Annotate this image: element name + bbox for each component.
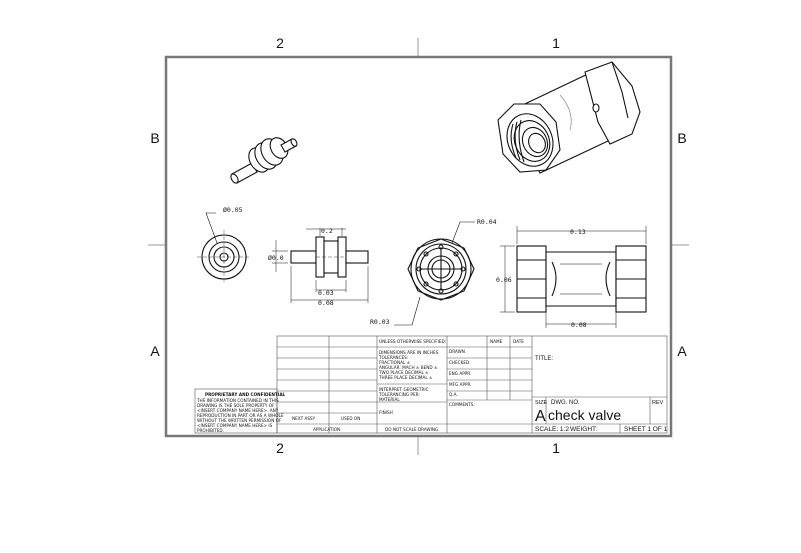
tb-eng-appr: ENG APPR. <box>449 371 471 376</box>
title-block <box>194 335 668 434</box>
dim-dia-small: Ø0.05 <box>223 206 243 214</box>
tb-drawing-name: check valve <box>548 407 621 423</box>
dim-width-total: 0.08 <box>318 299 334 307</box>
dim-dia-side: Ø0.0 <box>268 254 284 262</box>
tb-two-place: TWO PLACE DECIMAL ± <box>378 370 429 375</box>
tb-comments: COMMENTS: <box>449 402 475 407</box>
end-view-hex <box>394 221 475 326</box>
tb-checked: CHECKED <box>449 360 469 365</box>
tb-name: NAME <box>490 339 503 344</box>
zone-label-right-B: B <box>677 130 686 146</box>
tb-proprietary-line: WITHOUT THE WRITTEN PERMISSION OF <box>197 418 282 423</box>
tb-title-label: TITLE: <box>535 356 553 362</box>
side-view-plug <box>290 236 369 278</box>
dim-body-length: 0.13 <box>570 228 586 236</box>
tb-unless-specified: UNLESS OTHERWISE SPECIFIED: <box>379 339 446 344</box>
sheet-border <box>164 55 673 438</box>
dim-width-top: 0.2 <box>321 227 333 235</box>
dim-body-inner: 0.08 <box>571 321 587 329</box>
tb-finish: FINISH <box>379 410 393 415</box>
side-view-valve-body <box>516 245 647 313</box>
tb-date: DATE <box>513 339 524 344</box>
tb-proprietary-line: <INSERT COMPANY NAME HERE> IS <box>197 423 273 428</box>
valve-body-dim-lines <box>500 226 647 328</box>
tb-proprietary-line: PROHIBITED. <box>197 428 224 433</box>
tb-angular: ANGULAR: MACH ± BEND ± <box>379 365 438 370</box>
tb-proprietary-line: REPRODUCTION IN PART OR AS A WHOLE <box>197 413 284 418</box>
tb-scale: SCALE: 1:2 <box>535 426 569 433</box>
tb-dwg-no-label: DWG. NO. <box>551 400 580 406</box>
tb-next-assy: NEXT ASSY <box>292 416 316 421</box>
tb-proprietary-line: DRAWING IS THE SOLE PROPERTY OF <box>197 403 275 408</box>
tb-used-on: USED ON <box>341 416 360 421</box>
zone-label-left-A: A <box>150 343 160 359</box>
tb-proprietary-title: PROPRIETARY AND CONFIDENTIAL <box>205 392 286 397</box>
tb-material: MATERIAL <box>379 397 400 402</box>
tb-size-value: A <box>535 408 546 425</box>
tb-tolerancing: TOLERANCING PER: <box>378 392 420 397</box>
tb-qa: Q.A. <box>449 392 458 397</box>
zone-label-right-A: A <box>677 343 687 359</box>
tb-fractional: FRACTIONAL ± <box>379 360 411 365</box>
dim-width-bottom: 0.03 <box>318 289 334 297</box>
side-view-dim-lines <box>272 228 369 303</box>
zone-label-top-2: 2 <box>276 35 284 51</box>
tb-interpret: INTERPRET GEOMETRIC <box>379 387 429 392</box>
tb-rev-label: REV <box>652 400 664 406</box>
zone-label-bottom-1: 1 <box>552 440 560 456</box>
front-view-plug <box>197 212 251 284</box>
tb-three-place: THREE PLACE DECIMAL ± <box>378 375 433 380</box>
zone-label-left-B: B <box>150 130 159 146</box>
tb-weight: WEIGHT: <box>570 426 597 433</box>
iso-plug-view <box>230 137 298 184</box>
tb-size-label: SIZE <box>535 400 548 406</box>
dim-radius-bottom: R0.03 <box>370 318 390 326</box>
tb-mfg-appr: MFG APPR. <box>449 382 472 387</box>
tb-dims-in: DIMENSIONS ARE IN INCHES <box>379 350 439 355</box>
zone-ticks <box>148 38 689 455</box>
tb-do-not-scale: DO NOT SCALE DRAWING <box>385 427 438 432</box>
tb-drawn: DRAWN <box>449 349 465 354</box>
tb-proprietary-line: <INSERT COMPANY NAME HERE>. ANY <box>197 408 279 413</box>
dim-body-height: 0.06 <box>496 276 512 284</box>
tb-proprietary-line: THE INFORMATION CONTAINED IN THIS <box>196 398 279 403</box>
iso-valve-body-view <box>497 61 641 174</box>
dim-radius-top: R0.04 <box>477 218 497 226</box>
zone-label-top-1: 1 <box>552 35 560 51</box>
tb-sheet: SHEET 1 OF 1 <box>624 426 668 433</box>
tb-application: APPLICATION <box>313 427 340 432</box>
tb-tolerances: TOLERANCES: <box>378 355 408 360</box>
zone-label-bottom-2: 2 <box>276 440 284 456</box>
